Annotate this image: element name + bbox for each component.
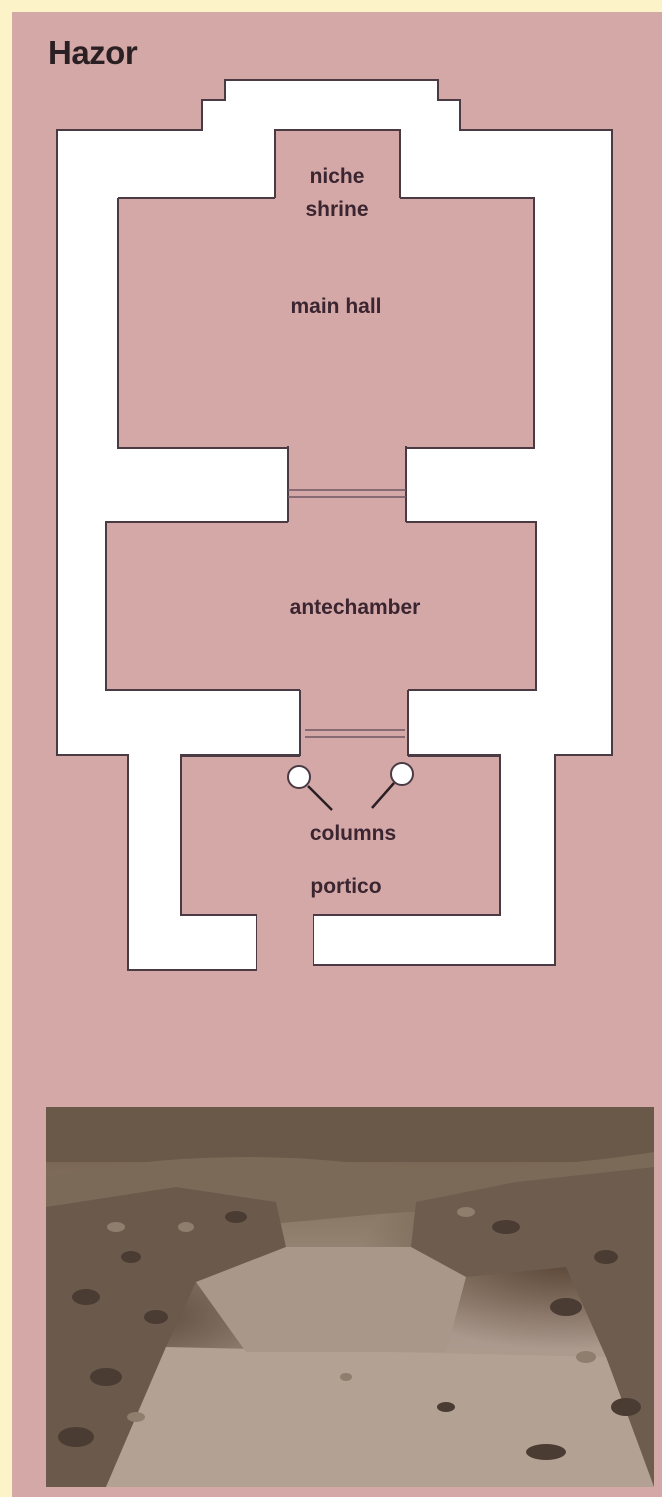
portico-entrance [257,913,313,973]
column-pointer-left [307,785,333,811]
label-shrine: shrine [305,198,368,221]
excavation-photo [46,1107,654,1487]
label-main-hall: main hall [290,295,381,318]
page-title: Hazor [48,34,138,71]
portico-room [181,756,500,915]
label-columns: columns [310,822,396,845]
column-pointer-right [371,782,395,809]
label-niche: niche [310,165,365,188]
temple-floor-plan: niche shrine main hall antechamber colum… [56,79,613,973]
doorway-main-hall [288,446,406,524]
column-right [390,762,414,786]
label-portico: portico [310,875,381,898]
niche-shrine-room [275,130,400,200]
column-left [287,765,311,789]
label-antechamber: antechamber [290,596,421,619]
excavation-photo-art [46,1107,654,1487]
doorway-antechamber [300,688,408,758]
antechamber-room [106,522,536,690]
main-hall-room [118,198,534,448]
